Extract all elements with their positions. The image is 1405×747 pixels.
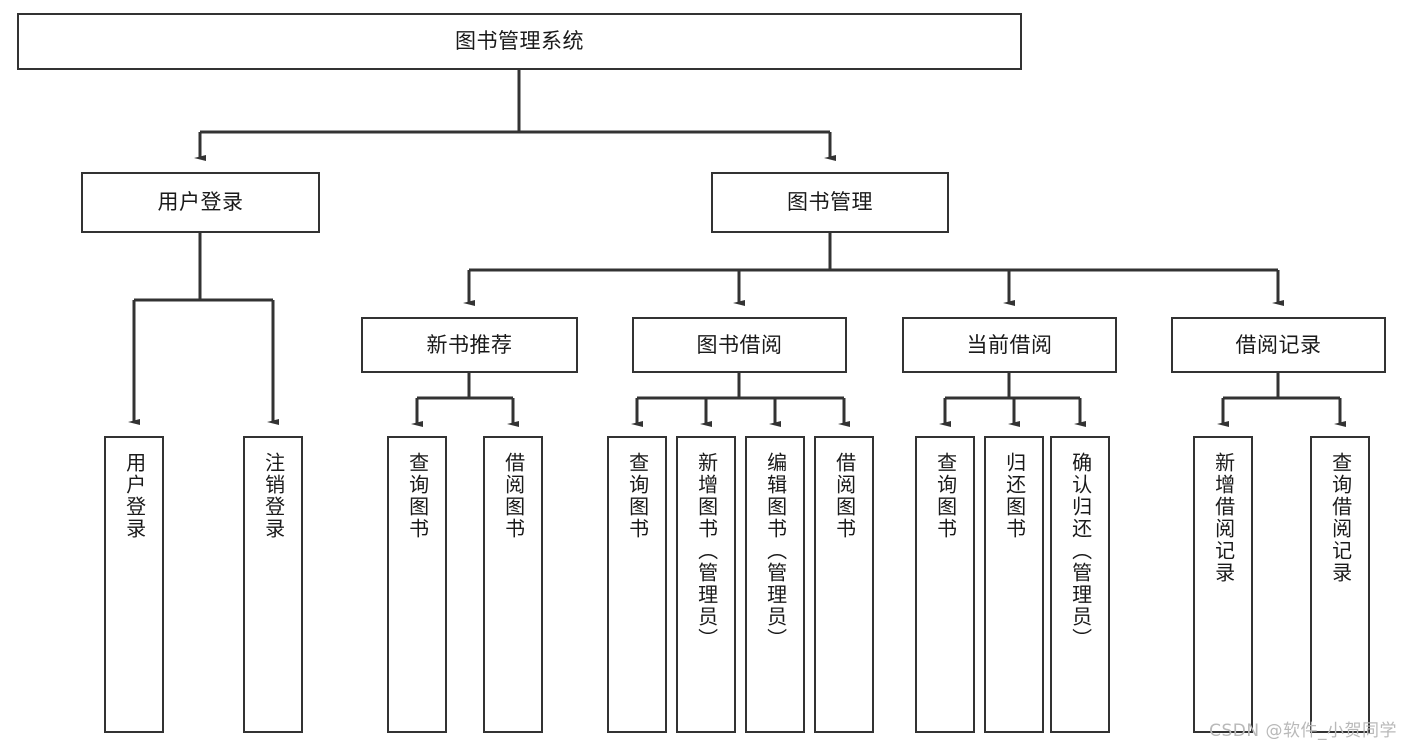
- node-borrow-record-label: 借阅记录: [1235, 332, 1322, 357]
- node-user-login[interactable]: 用户登录: [81, 172, 320, 233]
- node-book-borrow-label: 图书借阅: [696, 332, 783, 357]
- node-current-borrow[interactable]: 当前借阅: [902, 317, 1117, 373]
- node-leaf-current-confirm-return-admin[interactable]: 确认归还（管理员）: [1050, 436, 1110, 733]
- node-leaf-label: 注销登录: [261, 452, 286, 540]
- node-leaf-current-return-book[interactable]: 归还图书: [984, 436, 1044, 733]
- node-leaf-label: 归还图书: [1002, 452, 1027, 540]
- node-leaf-borrow-add-book-admin[interactable]: 新增图书（管理员）: [676, 436, 736, 733]
- node-leaf-borrow-query-book[interactable]: 查询图书: [607, 436, 667, 733]
- node-leaf-label: 编辑图书（管理员）: [763, 452, 788, 650]
- node-user-login-label: 用户登录: [157, 190, 244, 215]
- node-new-book-recommend-label: 新书推荐: [426, 332, 513, 357]
- node-root-library-management-system[interactable]: 图书管理系统: [17, 13, 1022, 70]
- node-leaf-label: 借阅图书: [832, 452, 857, 540]
- node-leaf-label: 新增借阅记录: [1211, 452, 1236, 584]
- node-leaf-user-login-login[interactable]: 用户登录: [104, 436, 164, 733]
- node-leaf-recommend-borrow-book[interactable]: 借阅图书: [483, 436, 543, 733]
- node-leaf-label: 查询借阅记录: [1328, 452, 1353, 584]
- node-book-management[interactable]: 图书管理: [711, 172, 949, 233]
- node-root-label: 图书管理系统: [455, 29, 584, 54]
- node-new-book-recommend[interactable]: 新书推荐: [361, 317, 578, 373]
- node-leaf-record-query-record[interactable]: 查询借阅记录: [1310, 436, 1370, 733]
- node-leaf-recommend-query-book[interactable]: 查询图书: [387, 436, 447, 733]
- node-leaf-label: 查询图书: [625, 452, 650, 540]
- node-current-borrow-label: 当前借阅: [966, 332, 1053, 357]
- node-book-management-label: 图书管理: [787, 190, 873, 215]
- node-leaf-label: 查询图书: [933, 452, 958, 540]
- node-leaf-label: 借阅图书: [501, 452, 526, 540]
- node-leaf-label: 查询图书: [405, 452, 430, 540]
- node-leaf-record-add-record[interactable]: 新增借阅记录: [1193, 436, 1253, 733]
- node-book-borrow[interactable]: 图书借阅: [632, 317, 847, 373]
- node-leaf-label: 新增图书（管理员）: [694, 452, 719, 650]
- node-leaf-borrow-borrow-book[interactable]: 借阅图书: [814, 436, 874, 733]
- node-leaf-label: 确认归还（管理员）: [1068, 452, 1093, 650]
- node-leaf-borrow-edit-book-admin[interactable]: 编辑图书（管理员）: [745, 436, 805, 733]
- node-borrow-record[interactable]: 借阅记录: [1171, 317, 1386, 373]
- node-leaf-current-query-book[interactable]: 查询图书: [915, 436, 975, 733]
- node-leaf-label: 用户登录: [122, 452, 147, 540]
- node-leaf-user-login-logout[interactable]: 注销登录: [243, 436, 303, 733]
